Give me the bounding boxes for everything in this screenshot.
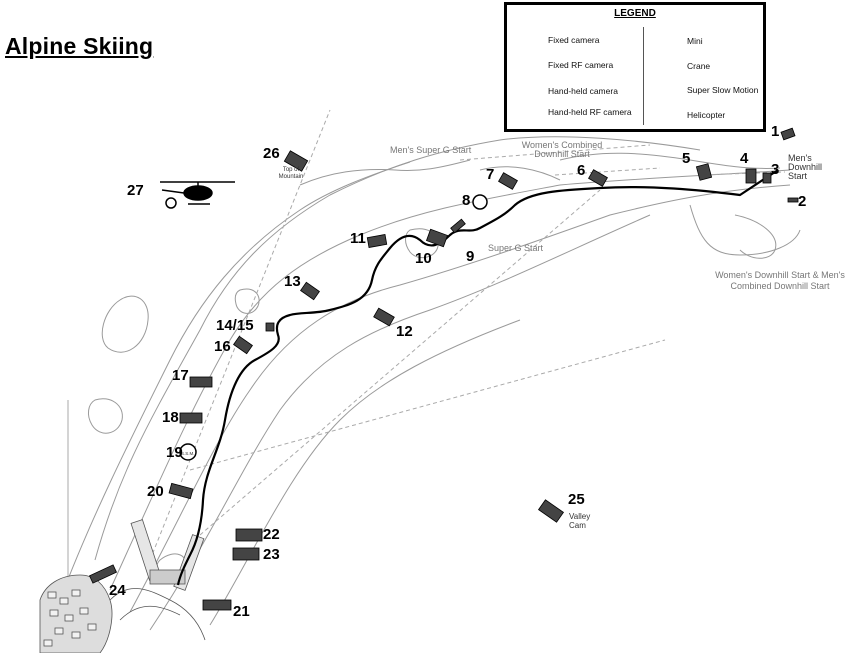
village [39, 519, 206, 653]
camera-number-22: 22 [263, 526, 280, 543]
legend-title: LEGEND [614, 8, 656, 19]
camera-number-4: 4 [740, 150, 749, 167]
camera-number-7: 7 [486, 166, 495, 183]
camera-5-icon [695, 163, 713, 181]
camera-number-10: 10 [415, 250, 432, 267]
camera-number-8: 8 [462, 192, 471, 209]
label-womens-combined-downhill-start: Women's Combined Downhill Start [521, 140, 603, 159]
camera-6-icon [588, 169, 608, 187]
camera-number-23: 23 [263, 546, 280, 563]
camera-number-3: 3 [771, 161, 780, 178]
camera-number-20: 20 [147, 483, 164, 500]
camera-number-24: 24 [109, 582, 126, 599]
camera-number-12: 12 [396, 323, 413, 340]
camera-1-icon [780, 127, 796, 141]
camera-number-26: 26 [263, 145, 280, 162]
camera-number-14-15: 14/15 [216, 317, 254, 334]
camera-number-1: 1 [771, 123, 780, 140]
camera-25-icon [537, 499, 565, 523]
ssm-8-icon [472, 194, 488, 210]
camera-21-icon [202, 599, 232, 611]
camera-11-icon [366, 234, 388, 248]
camera-number-2: 2 [798, 193, 807, 210]
camera-icons [88, 127, 799, 611]
camera-number-9: 9 [466, 248, 475, 265]
camera-number-13: 13 [284, 273, 301, 290]
helicopter-icon [160, 181, 235, 209]
camera-number-18: 18 [162, 409, 179, 426]
camera-26-icon [283, 150, 309, 172]
camera-number-5: 5 [682, 150, 691, 167]
label-valley-cam: Valley Cam [569, 512, 591, 530]
camera-2-icon [787, 197, 799, 203]
label-womens-downhill-start: Women's Downhill Start & Men's Combined … [715, 270, 845, 291]
legend-label-fixed-camera: Fixed camera [548, 35, 600, 45]
legend-label-mini: Mini [687, 36, 703, 46]
legend-label-hand-held-rf-camera: Hand-held RF camera [548, 107, 632, 117]
camera-number-19: 19 [166, 444, 183, 461]
camera-9-icon [450, 218, 466, 234]
camera-10-icon [425, 228, 449, 248]
label-mens-super-g-start: Men's Super G Start [390, 145, 472, 155]
race-course-line [176, 169, 779, 586]
page-title: Alpine Skiing [5, 33, 154, 59]
ssm-19-icon [179, 443, 197, 461]
ssm-19-badge: S.S.M. [181, 451, 195, 456]
camera-20-icon [168, 482, 194, 500]
camera-16-icon [233, 335, 253, 355]
camera-23-icon [232, 547, 260, 561]
legend-label-hand-held-camera: Hand-held camera [548, 86, 618, 96]
legend-divider [643, 27, 644, 125]
camera-4-icon [745, 168, 757, 184]
label-mens-downhill-start: Men's Downhill Start [788, 153, 823, 181]
camera-number-6: 6 [577, 162, 586, 179]
camera-22-icon [235, 528, 263, 542]
legend-label-crane: Crane [687, 61, 711, 71]
camera-13-icon [300, 281, 320, 301]
camera-number-17: 17 [172, 367, 189, 384]
camera-3-icon [762, 172, 772, 184]
cable-lines [149, 109, 786, 561]
super-slow-motion-markers [179, 194, 488, 461]
camera-18-icon [179, 412, 203, 424]
camera-number-16: 16 [214, 338, 231, 355]
legend-label-helicopter: Helicopter [687, 110, 726, 120]
camera-number-21: 21 [233, 603, 250, 620]
camera-number-27: 27 [127, 182, 144, 199]
camera-24-icon [88, 564, 118, 584]
legend-box: LEGEND Fixed camera Fixed RF camera Hand… [504, 2, 766, 132]
terrain-contours [59, 136, 801, 631]
camera-number-25: 25 [568, 491, 585, 508]
legend-label-fixed-rf-camera: Fixed RF camera [548, 60, 614, 70]
camera-number-11: 11 [350, 230, 366, 247]
camera-17-icon [189, 376, 213, 388]
label-top-of-mountain: Top of Mountain [278, 167, 304, 180]
camera-12-icon [373, 307, 395, 327]
label-super-g-start: Super G Start [488, 243, 544, 253]
camera-14-icon [265, 322, 275, 332]
camera-7-icon [498, 172, 518, 190]
legend-label-super-slow-motion: Super Slow Motion [687, 85, 759, 95]
